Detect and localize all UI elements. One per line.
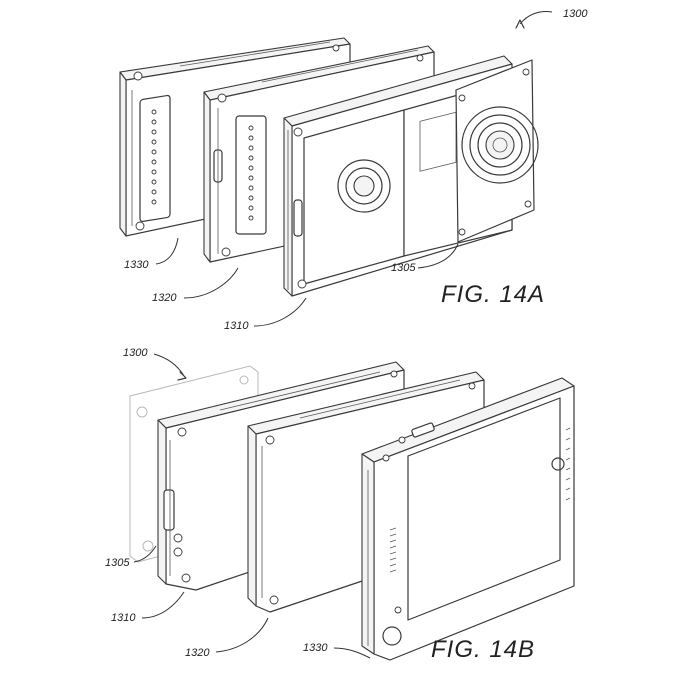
fig14a-middle-connector-pins xyxy=(248,125,254,221)
fig14a-back-connector-pins xyxy=(151,109,157,205)
fig14b-ref-front-module: 1310 xyxy=(111,612,136,624)
fig14b-leader-camera-module xyxy=(133,545,157,563)
fig14b-ref-back-module: 1330 xyxy=(303,642,328,654)
fig14a-ref-middle-module: 1320 xyxy=(152,292,177,304)
fig14b-caption: FIG. 14B xyxy=(431,636,535,663)
fig14b-leader-middle-module xyxy=(215,617,269,653)
fig14a-camera-module xyxy=(403,59,539,257)
fig14a-ref-back-module: 1330 xyxy=(124,259,149,271)
fig14a-leader-camera-module xyxy=(417,243,459,269)
fig14a-leader-middle-module xyxy=(183,267,239,299)
figure-14a: 1300 1330 1320 1310 1305 FIG. 14A xyxy=(119,8,588,332)
fig14a-assembly-ref: 1300 xyxy=(563,8,588,20)
fig14a-leader-front-module xyxy=(253,297,307,327)
fig14b-assembly-leader-arrow xyxy=(153,353,185,377)
fig14a-caption: FIG. 14A xyxy=(441,281,545,308)
fig14b-ref-camera-module: 1305 xyxy=(105,557,130,569)
fig14b-display-screen xyxy=(407,397,561,621)
fig14b-side-vent-ticks xyxy=(389,427,571,573)
fig14b-ref-middle-module: 1320 xyxy=(185,647,210,659)
fig14b-assembly-ref: 1300 xyxy=(123,347,148,359)
figure-14b: 1300 1305 1310 1320 1330 FIG. 14B xyxy=(105,347,575,663)
fig14a-leader-back-module xyxy=(155,237,179,265)
fig14b-back-module xyxy=(361,377,575,661)
fig14b-leader-back-module xyxy=(333,647,371,659)
fig14a-ref-camera-module: 1305 xyxy=(391,262,416,274)
fig14a-ref-front-module: 1310 xyxy=(224,320,249,332)
fig14a-assembly-leader-arrow xyxy=(519,11,553,25)
fig14b-leader-front-module xyxy=(141,591,185,619)
